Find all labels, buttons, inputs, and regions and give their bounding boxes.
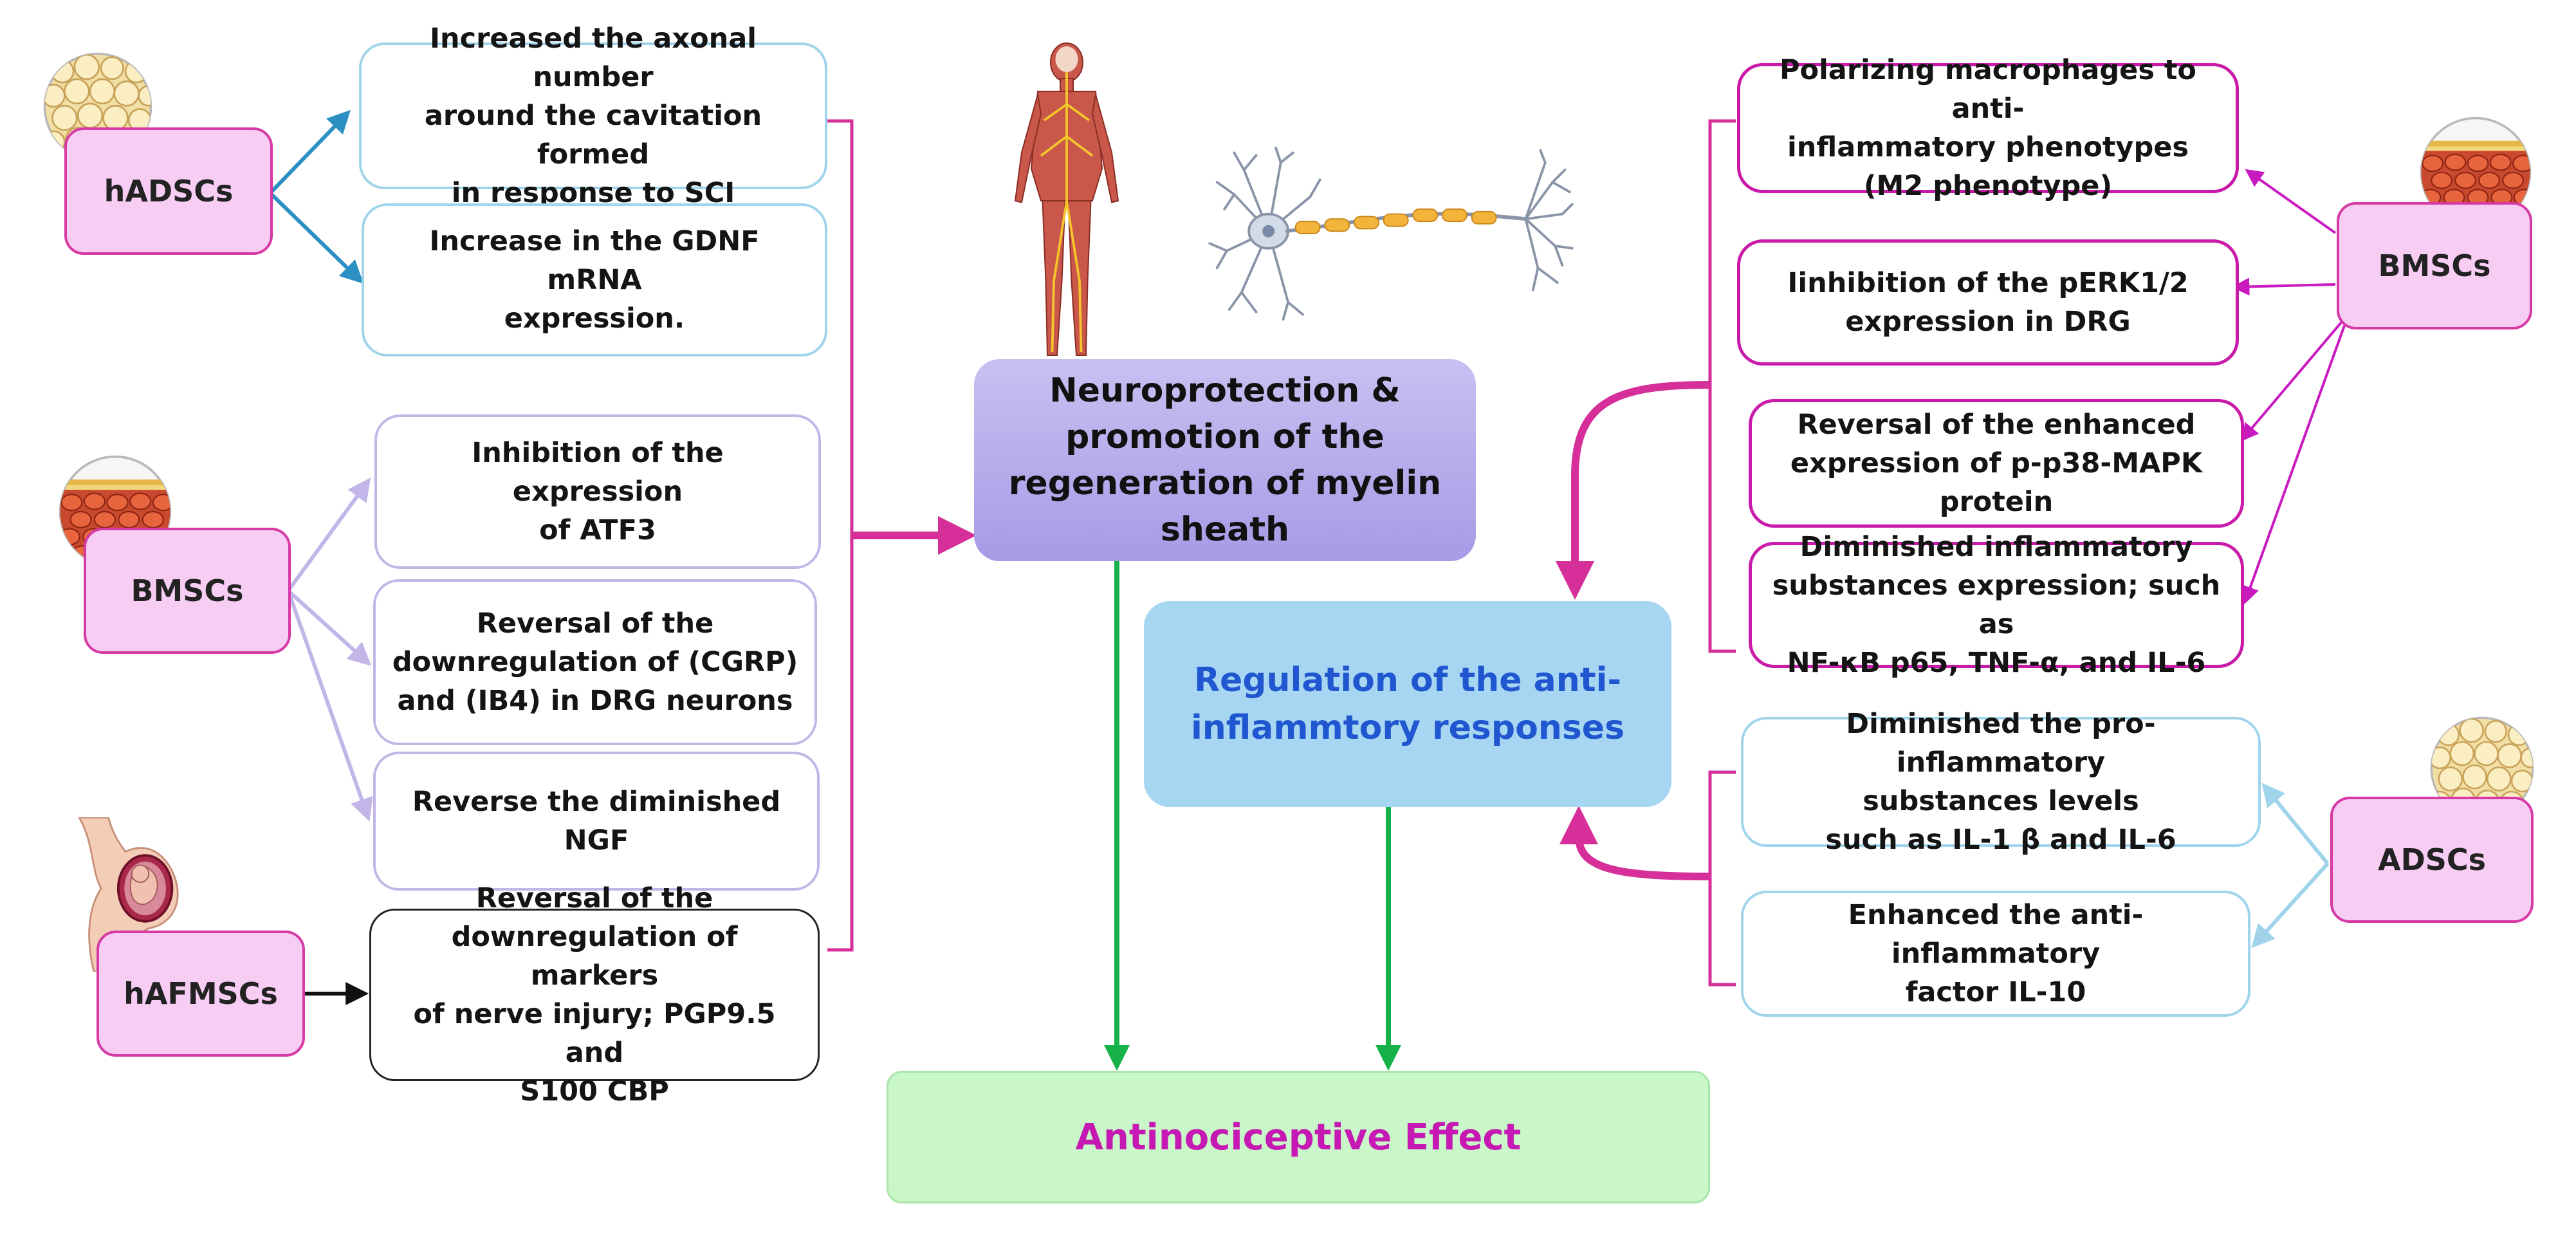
effect-box: Increased the axonal number around the c… [359,23,827,209]
cell-label-bmscs-left: BMSCs [84,528,291,654]
bmscs-left-arrow-1 [286,477,371,592]
neuron-icon [1208,146,1574,321]
effect-text: Reversal of the downregulation of (CGRP)… [392,607,798,717]
right-lower-bracket-arrow [1559,806,1711,880]
effect-text: Diminished the pro-inflammatory substanc… [1825,708,2176,856]
effect-box: Inhibition of the expression of ATF3 [374,414,821,569]
cell-label-adscs: ADSCs [2330,797,2534,923]
effect-text: Reversal of the enhanced expression of p… [1790,409,2203,518]
neuroprotection-hub: Neuroprotection & promotion of the regen… [974,359,1476,561]
effect-box: Diminished the pro-inflammatory substanc… [1741,708,2261,856]
effect-box: Reversal of the downregulation of marker… [369,882,820,1108]
effect-text: Increased the axonal number around the c… [424,23,762,209]
bmscs-left-arrow-2 [286,589,372,666]
adscs-arrow-1 [2261,783,2330,865]
effect-text: Increase in the GDNF mRNA expression. [429,225,760,335]
effect-text: Reversal of the downregulation of marker… [413,882,776,1108]
bmscs-right-arrow-4 [2241,325,2346,605]
pregnant-womb-icon [78,817,179,972]
right-upper-bracket [1708,119,1736,653]
effect-text: Polarizing macrophages to anti- inflamma… [1780,54,2196,202]
regulation-hub: Regulation of the anti- inflammtory resp… [1144,601,1671,807]
effect-box: Reverse the diminished NGF [373,752,820,891]
effect-text: Inhibition of the expression of ATF3 [472,437,724,546]
cell-label-hafmscs: hAFMSCs [97,931,305,1057]
cell-label-bmscs-right: BMSCs [2337,202,2532,329]
right-upper-bracket-arrow [1556,381,1711,600]
bmscs-right-arrow-3 [2240,320,2343,442]
human-nervous-system-icon [1014,42,1119,356]
neuroprotection-text: Neuroprotection & promotion of the regen… [1008,371,1442,549]
bmscs-right-arrow-1 [2245,169,2337,234]
bmscs-left-arrow-3 [286,590,373,822]
effect-box: Diminished inflammatory substances expre… [1749,531,2244,679]
effect-text: Iinhibition of the pERK1/2 expression in… [1787,267,2189,338]
effect-box: Increase in the GDNF mRNA expression. [362,203,827,357]
effect-box: Iinhibition of the pERK1/2 expression in… [1737,239,2239,366]
effect-text: Reverse the diminished NGF [412,786,781,857]
effect-box: Reversal of the enhanced expression of p… [1749,399,2244,528]
fat-tissue-icon [2430,716,2534,820]
antinociceptive-hub: Antinociceptive Effect [887,1071,1710,1203]
left-bracket [827,119,854,952]
effect-box: Enhanced the anti-inflammatory factor IL… [1741,891,2250,1017]
adscs-arrow-2 [2251,862,2330,949]
effect-box: Polarizing macrophages to anti- inflamma… [1737,54,2239,202]
right-lower-bracket [1708,770,1736,987]
hadscs-arrow-2 [268,191,364,284]
hadscs-arrow-1 [268,109,351,195]
bmscs-right-arrow-2 [2231,277,2336,296]
cell-label-hadscs: hADSCs [64,127,273,255]
effect-box: Reversal of the downregulation of (CGRP)… [373,579,817,745]
effect-text: Enhanced the anti-inflammatory factor IL… [1848,899,2144,1008]
effect-text: Diminished inflammatory substances expre… [1772,531,2221,679]
regulation-text: Regulation of the anti- inflammtory resp… [1190,661,1625,747]
